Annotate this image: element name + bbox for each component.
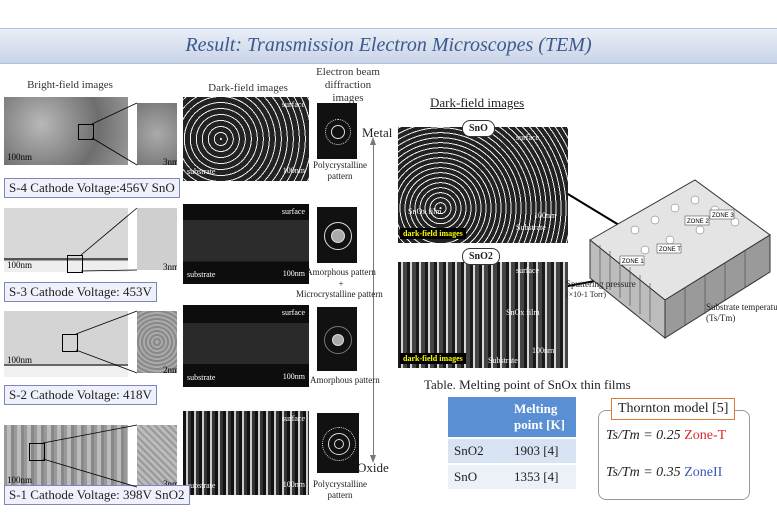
dark-field-image-s1: surface substrate 100nm <box>183 411 309 495</box>
sample-label-s1: S-1 Cathode Voltage: 398V SnO2 <box>4 485 190 505</box>
bright-field-image-s4: 100nm <box>4 97 128 165</box>
sputtering-unit: (×10-1 Torr) <box>566 290 607 299</box>
diffraction-image-s2 <box>317 307 357 371</box>
thornton-eq2: Ts/Tm = 0.35 ZoneII <box>606 465 723 480</box>
pattern-label-s4: Polycrystalline pattern <box>313 160 367 181</box>
chip-sno2: SnO2 <box>462 248 500 265</box>
chip-sno: SnO <box>462 120 495 137</box>
thornton-title: Thornton model [5] <box>611 398 736 420</box>
diffraction-header: Electron beam diffraction images <box>316 66 380 104</box>
dark-field-image-s4: surface substrate 100nm <box>183 97 309 181</box>
bright-field-image-s3: 100nm <box>4 208 128 272</box>
zoom-box-s3 <box>67 255 83 273</box>
page-title: Result: Transmission Electron Microscope… <box>185 34 592 56</box>
dark-field-right-header: Dark-field images <box>430 95 525 110</box>
svg-text:ZONE 1: ZONE 1 <box>622 259 644 265</box>
thornton-box <box>598 410 750 500</box>
sputtering-label: Sputtering pressure <box>566 279 636 289</box>
dark-field-image-s3: surface substrate 100nm <box>183 204 309 284</box>
diffraction-image-s4 <box>317 103 357 159</box>
melting-point-table: Melting point [K] SnO2 1903 [4] SnO 1353… <box>448 397 576 491</box>
table-row: SnO 1353 [4] <box>448 464 576 491</box>
bright-field-header: Bright-field images <box>27 79 113 91</box>
sample-label-s3: S-3 Cathode Voltage: 453V <box>4 282 157 302</box>
svg-text:ZONE T: ZONE T <box>659 247 681 253</box>
table-row: SnO2 1903 [4] <box>448 438 576 465</box>
dark-field-tag-sno: dark-field images <box>400 228 466 239</box>
zoom-image-s2: 2nm <box>137 311 177 373</box>
dark-field-sno2-image: surface SnOx film Substrate 100nm dark-f… <box>398 262 568 368</box>
oxide-label: Oxide <box>357 460 389 475</box>
table-caption: Table. Melting point of SnOx thin films <box>424 377 631 392</box>
zoom-image-s4: 3nm <box>137 103 177 165</box>
metal-label: Metal <box>362 125 393 140</box>
substrate-temp-unit: (Ts/Tm) <box>706 313 736 323</box>
bright-field-image-s1: 100nm <box>4 425 128 487</box>
sample-label-s4: S-4 Cathode Voltage:456V SnO <box>4 178 180 198</box>
substrate-temp-label: Substrate temperature <box>706 302 777 312</box>
zoom-image-s3: 3nm <box>137 208 177 270</box>
metal-oxide-axis <box>373 140 374 460</box>
dark-field-tag-sno2: dark-field images <box>400 353 466 364</box>
svg-text:ZONE 3: ZONE 3 <box>712 213 734 219</box>
dark-field-header: Dark-field images <box>208 82 288 94</box>
title-bar <box>0 28 777 64</box>
pattern-label-s2: Amorphous pattern <box>310 375 380 385</box>
pattern-plus-s3: + <box>338 279 344 289</box>
pattern-label-s3: Amorphous pattern <box>306 267 376 277</box>
table-header-melting: Melting point [K] <box>508 397 576 439</box>
structure-zone-model: ZONE 1 ZONE T ZONE 2 ZONE 3 <box>589 179 771 340</box>
pattern-label-s1: Polycrystalline pattern <box>313 479 367 500</box>
sample-label-s2: S-2 Cathode Voltage: 418V <box>4 385 157 405</box>
zoom-box-s4 <box>78 124 94 140</box>
diffraction-image-s3 <box>317 207 357 263</box>
thornton-eq1: Ts/Tm = 0.25 Zone-T <box>606 428 727 443</box>
zoom-image-s1: 3nm <box>137 425 177 487</box>
zone-t-label: Zone-T <box>684 428 727 443</box>
pattern2-label-s3: Microcrystalline pattern <box>296 289 383 299</box>
dark-field-sno-image: surface SnOx film Substrate 100nm dark-f… <box>398 127 568 243</box>
dark-field-image-s2: surface substrate 100nm <box>183 305 309 387</box>
diffraction-image-s1 <box>317 413 359 473</box>
zone-ii-label: ZoneII <box>684 465 723 480</box>
zoom-box-s2 <box>62 334 78 352</box>
table-header-row: Melting point [K] <box>448 397 576 439</box>
svg-text:ZONE 2: ZONE 2 <box>687 219 709 225</box>
zoom-box-s1 <box>29 443 45 461</box>
